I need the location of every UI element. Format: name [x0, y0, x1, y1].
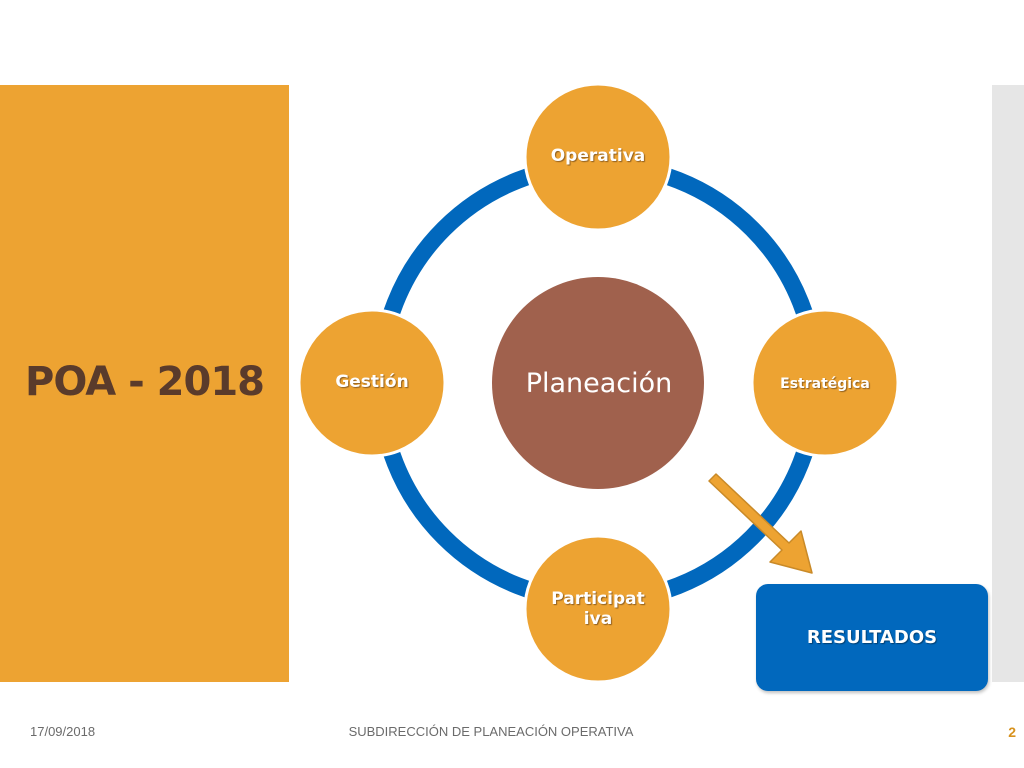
node-top-circle [523, 82, 673, 232]
footer-department: SUBDIRECCIÓN DE PLANEACIÓN OPERATIVA [348, 724, 634, 739]
slide-title: POA - 2018 [25, 359, 265, 405]
page-number: 2 [1008, 724, 1016, 740]
results-arrow [708, 473, 813, 574]
node-left-label: Gestión [335, 372, 409, 393]
node-bottom-label: Participat iva [551, 589, 645, 629]
center-label: Planeación [525, 367, 673, 399]
center-circle [492, 277, 704, 489]
results-box: RESULTADOS [756, 584, 988, 691]
results-label: RESULTADOS [806, 627, 938, 648]
node-bottom-circle [523, 534, 673, 684]
right-side-bar [992, 85, 1024, 682]
node-right-label: Estratégica [780, 375, 870, 392]
node-right-circle [750, 308, 900, 458]
title-band [0, 85, 289, 682]
footer-date: 17/09/2018 [30, 724, 96, 739]
node-top-label: Operativa [550, 146, 646, 167]
node-left-circle [297, 308, 447, 458]
